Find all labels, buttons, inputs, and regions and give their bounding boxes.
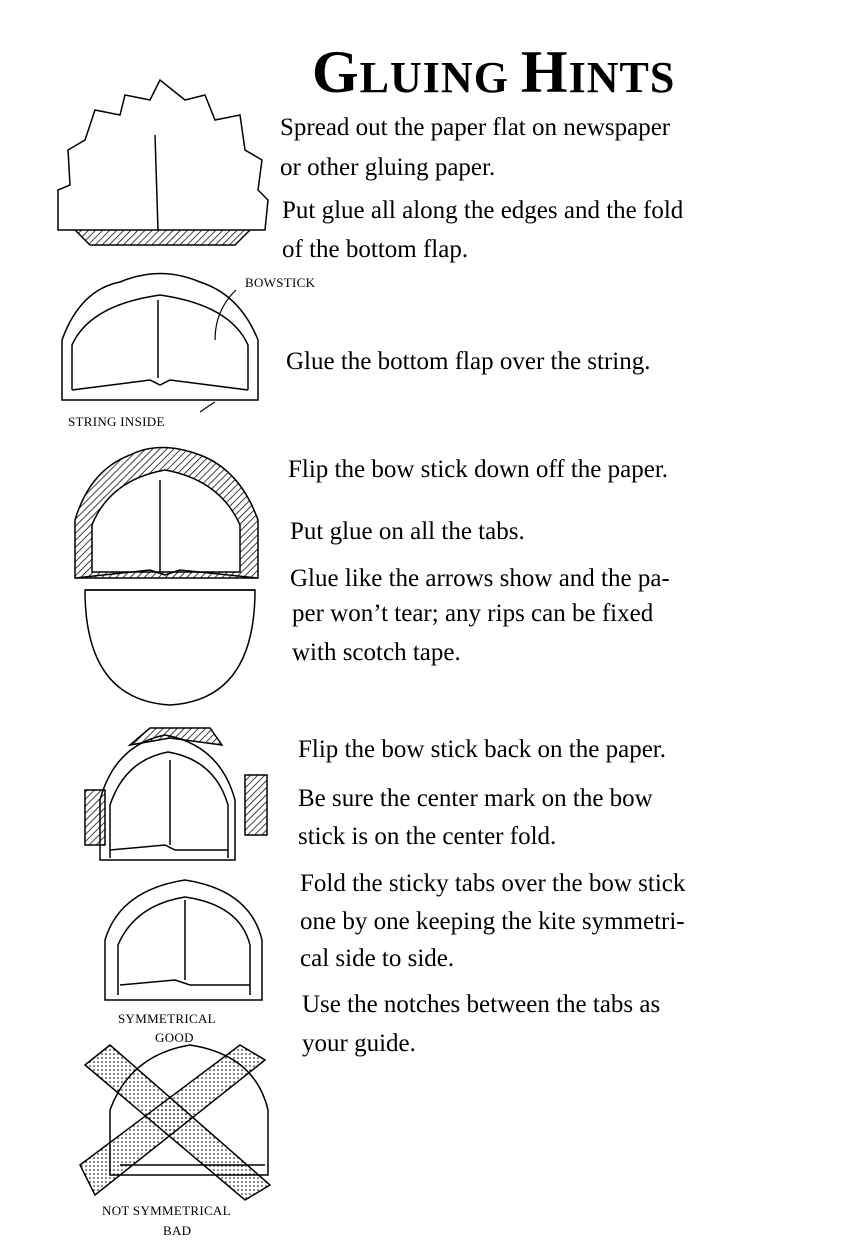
label-good: GOOD	[155, 1030, 194, 1045]
step-text: Fold the sticky tabs over the bow stick	[300, 870, 686, 897]
label-symmetrical: SYMMETRICAL	[118, 1011, 216, 1026]
illustration-flat-paper	[57, 78, 269, 246]
step-text: Be sure the center mark on the bow	[298, 785, 653, 812]
step-text: Glue like the arrows show and the pa-	[290, 565, 670, 592]
label-not-symmetrical: NOT SYMMETRICAL	[102, 1203, 231, 1218]
label-bowstick: BOWSTICK	[245, 275, 316, 290]
step-text: with scotch tape.	[292, 639, 461, 666]
step-text: stick is on the center fold.	[298, 823, 557, 850]
illustration-string-inside	[61, 272, 259, 413]
label-bad: BAD	[163, 1223, 192, 1238]
illustration-not-symmetrical-bad	[79, 1044, 272, 1201]
step-text: Put glue on all the tabs.	[290, 518, 525, 545]
step-text: one by one keeping the kite symmetri-	[300, 908, 685, 935]
illustration-glue-tabs	[74, 446, 259, 706]
label-string-inside: STRING INSIDE	[68, 414, 165, 429]
step-text: Flip the bow stick back on the paper.	[298, 736, 666, 763]
illustration-tabs-folded	[84, 727, 268, 861]
step-text: of the bottom flap.	[282, 236, 469, 263]
step-text: Flip the bow stick down off the paper.	[288, 456, 669, 483]
step-text: Glue the bottom flap over the string.	[286, 348, 651, 375]
step-text: per won’t tear; any rips can be fixed	[292, 600, 654, 627]
step-text: Put glue all along the edges and the fol…	[282, 197, 684, 224]
page-title: GLUING HINTS	[312, 39, 676, 105]
step-text: your guide.	[302, 1030, 416, 1057]
step-text: Spread out the paper flat on newspaper	[280, 114, 671, 141]
step-text: or other gluing paper.	[280, 154, 496, 181]
step-text: cal side to side.	[300, 945, 455, 972]
illustration-symmetrical-good	[104, 879, 263, 1001]
step-text: Use the notches between the tabs as	[302, 991, 661, 1018]
